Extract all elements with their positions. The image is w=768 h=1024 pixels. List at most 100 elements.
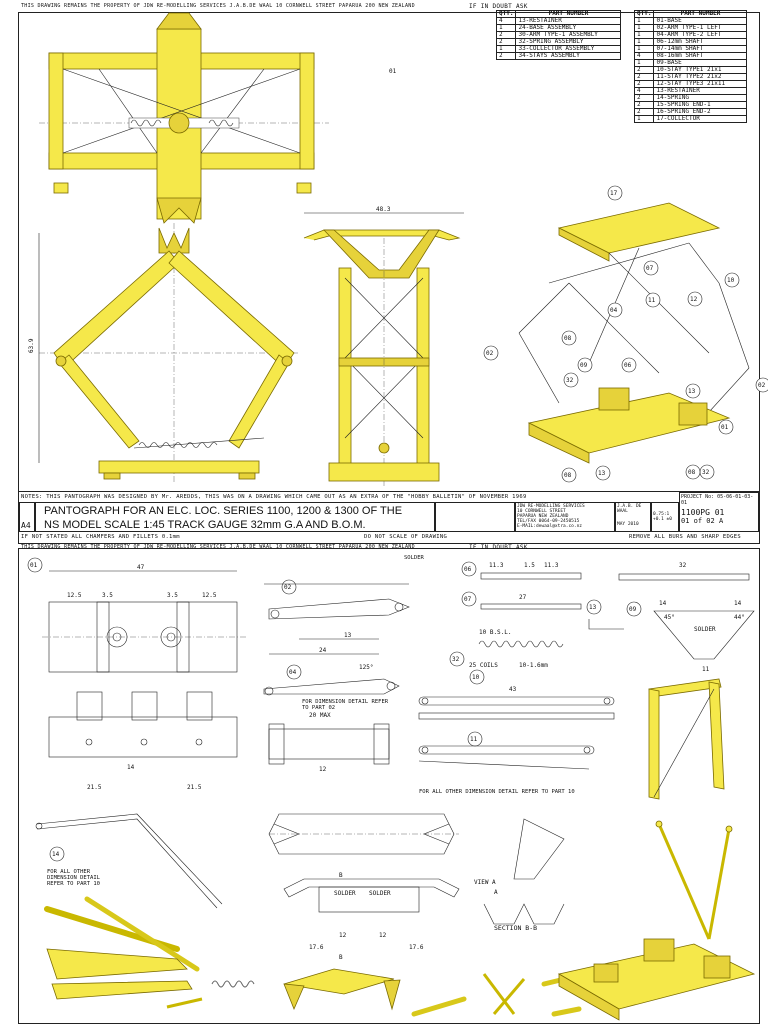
balloon: 07 [461,591,477,607]
svg-text:VIEW A: VIEW A [474,879,496,886]
balloon: 02 [281,579,297,595]
revision: A [718,517,724,525]
drawing-sheet-2: THIS DRAWING REMAINS THE PROPERTY OF JDW… [18,544,760,1024]
svg-text:14: 14 [127,764,135,771]
svg-text:11: 11 [470,736,478,743]
svg-text:10: 10 [472,674,480,681]
svg-text:1.5: 1.5 [524,562,535,569]
isometric-collector [283,968,401,1011]
svg-text:32: 32 [702,469,710,476]
svg-text:02: 02 [284,584,292,591]
svg-text:11: 11 [702,666,710,673]
balloon: 12 [687,291,703,307]
part13-09-drawing: 13 09 14 14 45° 44° SOLDER 11 [586,599,755,673]
balloon: 04 [607,302,623,318]
sheet1-header-note: THIS DRAWING REMAINS THE PROPERTY OF JDW… [21,3,415,9]
isometric-arms-drawing [44,896,255,1009]
title-block: NOTES: THIS PANTOGRAPH WAS DESIGNED BY M… [19,491,759,544]
svg-text:09: 09 [629,606,637,613]
svg-text:125°: 125° [359,664,373,671]
svg-text:12: 12 [690,296,698,303]
svg-text:32: 32 [679,562,687,569]
svg-text:43: 43 [509,686,517,693]
drawn-by: J.A.B. DE WAAL [617,504,642,514]
balloon: 01 [718,419,734,435]
svg-text:01: 01 [389,68,397,75]
balloon: 17 [607,185,623,201]
svg-text:47: 47 [137,564,145,571]
scale-line1: 0.75:1 [653,512,670,517]
balloon: 04 [286,664,302,680]
svg-text:32: 32 [566,377,574,384]
footer-scale-note: DO NOT SCALE OF DRAWING [364,534,448,540]
solder-label: SOLDER [404,555,424,561]
svg-text:21.5: 21.5 [87,784,102,791]
section-detail-drawing: B SOLDER SOLDER 17.6 12 12 17.6 B [283,872,460,961]
sheet2-header-note: THIS DRAWING REMAINS THE PROPERTY OF JDW… [21,544,415,550]
svg-text:11.3: 11.3 [489,562,504,569]
svg-text:17.6: 17.6 [409,944,424,951]
svg-text:17.6: 17.6 [309,944,324,951]
part14-stay-drawing: 14 [35,813,223,909]
balloon: 13 [586,599,602,615]
svg-text:B: B [339,872,343,879]
svg-text:10: 10 [727,277,735,284]
drawing-notes: NOTES: THIS PANTOGRAPH WAS DESIGNED BY M… [21,494,527,500]
isometric-balloons: 17 10 07 12 11 01 04 09 08 02 32 06 13 0… [389,68,768,483]
svg-text:45°: 45° [664,614,675,621]
drawing-number: 1100PG [681,508,710,517]
isometric-stays [655,820,733,940]
svg-text:04: 04 [610,307,618,314]
svg-text:27: 27 [519,594,527,601]
svg-text:B: B [339,954,343,961]
svg-text:14: 14 [52,851,60,858]
footer-chamfer-note: IF NOT STATED ALL CHAMFERS AND FILLETS 0… [21,534,180,540]
balloon: 11 [467,731,483,747]
balloon: 02 [755,377,768,393]
isometric-base [557,938,756,1021]
drawing-date: MAY 2010 [617,522,639,527]
balloon: 13 [595,465,611,481]
balloon: 11 [645,292,661,308]
rev-sheet: 01 [714,508,725,517]
svg-text:12: 12 [319,766,327,773]
revision-grid [435,502,515,532]
paper-size: A4 [21,521,31,530]
note-part10b: FOR ALL OTHER DIMENSION DETAIL REFER TO … [47,869,100,887]
svg-text:01: 01 [721,424,729,431]
project-no-label: PROJECT No: [681,494,715,500]
top-view-drawing [39,12,329,224]
balloon: 08 [561,330,577,346]
svg-text:06: 06 [624,362,632,369]
balloon: 06 [621,357,637,373]
company-block: JDW RE-MODELLING SERVICES 10 CORNWELL ST… [515,502,615,532]
svg-text:3.5: 3.5 [167,592,178,599]
svg-text:07: 07 [464,596,472,603]
svg-text:14: 14 [734,600,742,607]
balloon: 02 [483,345,499,361]
svg-text:44°: 44° [734,614,745,621]
svg-text:12.5: 12.5 [202,592,217,599]
svg-text:SOLDER: SOLDER [369,890,391,897]
bracket-drawing: 20 MAX 12 [268,712,390,773]
balloon: 13 [685,383,701,399]
balloon: 06 [461,561,477,577]
collector-detail-drawing [268,813,459,855]
svg-text:3.5: 3.5 [102,592,113,599]
balloon: 08 [685,464,701,480]
balloon: 32 [449,651,465,667]
svg-text:20 MAX: 20 MAX [309,712,331,719]
front-view-drawing: 63.9 [28,223,299,483]
svg-text:SOLDER: SOLDER [694,626,716,633]
svg-text:A: A [494,889,498,896]
balloon: 09 [577,357,593,373]
balloon: 10 [469,669,485,685]
balloon: 01 [389,68,397,75]
scale-line2: +0.1 ±0 [653,517,672,522]
section-label: SECTION B-B [494,924,538,932]
shaft-32-drawing: 32 [618,562,750,581]
